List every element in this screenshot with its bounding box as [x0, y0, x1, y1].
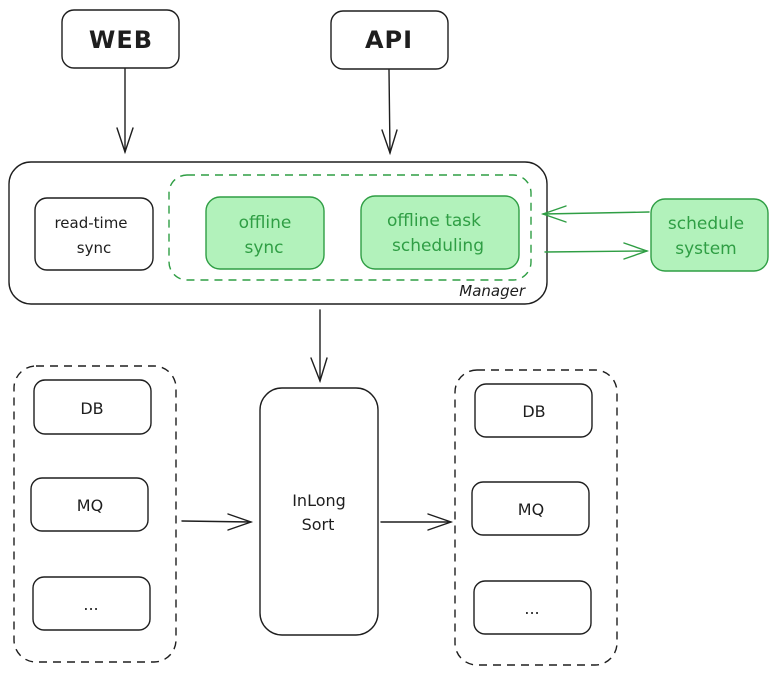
source-more-box	[32, 576, 151, 631]
sink-mq-label: MQ	[518, 500, 544, 519]
realtime-sync-label-line1: read-time	[54, 214, 127, 232]
realtime-sync-node[interactable]: read-time sync	[34, 197, 154, 271]
sort-to-sinks-arrow	[380, 513, 454, 531]
sources-group-boundary	[13, 365, 177, 663]
sink-more-label: ...	[524, 599, 539, 618]
offline-task-scheduling-box	[360, 195, 520, 270]
inlong-sort-box	[259, 387, 379, 636]
sink-db-label: DB	[522, 402, 545, 421]
sink-db-box	[474, 383, 593, 438]
offline-task-scheduling-label-line2: scheduling	[392, 236, 484, 256]
web-box	[61, 9, 180, 69]
sink-mq-box	[471, 481, 590, 536]
schedule-system-label-line1: schedule	[668, 214, 744, 234]
sink-more-box	[473, 580, 592, 635]
sink-db-node[interactable]: DB	[474, 383, 593, 438]
web-node[interactable]: WEB	[61, 9, 180, 69]
source-mq-node[interactable]: MQ	[30, 477, 149, 532]
source-more-node[interactable]: ...	[32, 576, 151, 631]
source-mq-box	[30, 477, 149, 532]
inlong-sort-label-line1: InLong	[292, 491, 346, 510]
manager-label: Manager	[459, 282, 526, 300]
realtime-sync-label-line2: sync	[77, 239, 111, 257]
source-db-label: DB	[80, 399, 103, 418]
offline-task-scheduling-node[interactable]: offline task scheduling	[360, 195, 520, 270]
api-node[interactable]: API	[330, 10, 449, 70]
offline-sync-box	[205, 196, 325, 270]
source-mq-label: MQ	[77, 496, 103, 515]
schedule-system-label-line2: system	[675, 239, 736, 259]
schedule-to-manager-arrow	[540, 205, 650, 223]
web-label: WEB	[89, 26, 153, 54]
api-box	[330, 10, 449, 70]
manager-to-sort-arrow	[310, 309, 328, 384]
sources-to-sort-arrow	[181, 513, 254, 531]
manager-to-schedule-arrow	[544, 242, 650, 260]
inlong-sort-label-line2: Sort	[302, 515, 335, 534]
offline-task-scheduling-label-line1: offline task	[387, 211, 481, 231]
realtime-sync-box	[34, 197, 154, 271]
sinks-group-boundary	[454, 369, 618, 666]
offline-sync-node[interactable]: offline sync	[205, 196, 325, 270]
api-label: API	[365, 26, 413, 54]
schedule-system-box	[650, 198, 769, 272]
api-to-manager-arrow	[381, 69, 398, 156]
offline-sync-label-line1: offline	[239, 213, 292, 233]
inlong-sort-node[interactable]: InLong Sort	[259, 387, 379, 636]
source-db-box	[33, 379, 152, 435]
sink-more-node[interactable]: ...	[473, 580, 592, 635]
offline-sync-label-line2: sync	[244, 238, 283, 258]
source-db-node[interactable]: DB	[33, 379, 152, 435]
sink-mq-node[interactable]: MQ	[471, 481, 590, 536]
source-more-label: ...	[83, 595, 98, 614]
schedule-system-node[interactable]: schedule system	[650, 198, 769, 272]
web-to-manager-arrow	[116, 68, 134, 155]
